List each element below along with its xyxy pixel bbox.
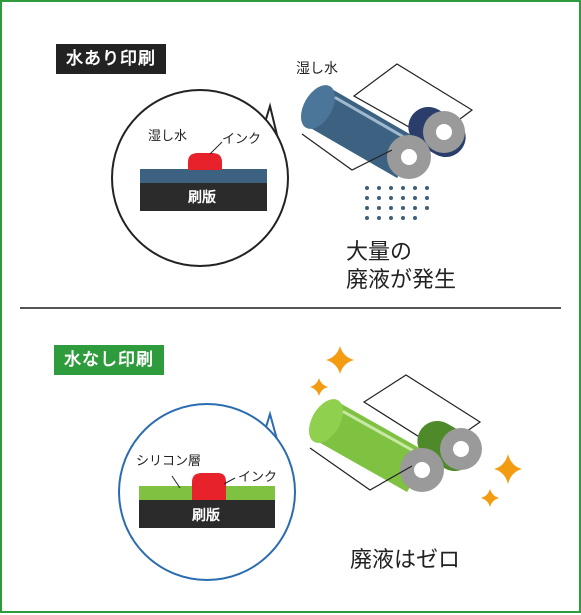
water-label: 湿し水 xyxy=(148,129,188,144)
ink-label-bottom: インク xyxy=(238,470,278,485)
badge-water-printing: 水あり印刷 xyxy=(56,44,166,74)
press-rollers-bottom xyxy=(308,374,482,492)
waste-droplets xyxy=(365,186,429,220)
badge-waterless-printing: 水なし印刷 xyxy=(54,345,164,375)
plate-label-bottom: 刷版 xyxy=(192,508,220,524)
result-bottom: 廃液はゼロ xyxy=(350,548,461,573)
sparkle-icons xyxy=(310,346,522,507)
silicone-label: シリコン層 xyxy=(136,454,202,469)
result-top-line2: 廃液が発生 xyxy=(346,268,457,293)
plate-cross-section-bottom xyxy=(139,473,275,528)
plate-label-top: 刷版 xyxy=(188,190,216,206)
plate-cross-section-top xyxy=(140,141,267,211)
press-water-label: 湿し水 xyxy=(296,61,338,77)
ink-label-top: インク xyxy=(222,132,262,147)
result-top-line1: 大量の xyxy=(346,240,413,265)
press-rollers-top xyxy=(300,63,474,179)
section-divider xyxy=(20,307,561,309)
